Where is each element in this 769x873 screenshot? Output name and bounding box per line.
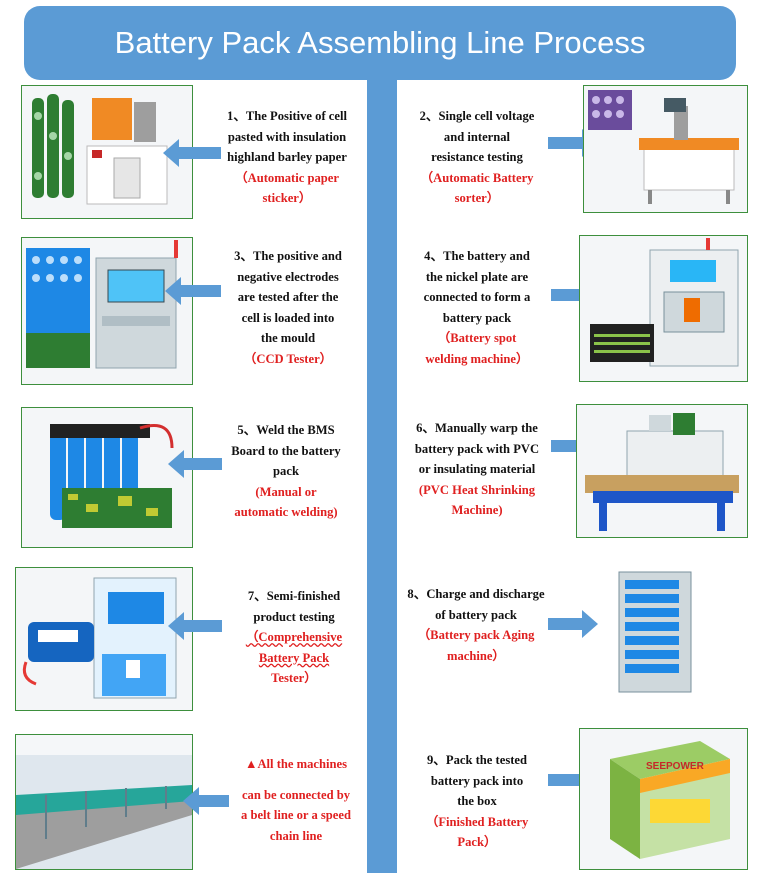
step-7-machine-3: Tester） <box>271 671 317 685</box>
step-3-line-4: cell is loaded into <box>241 310 335 325</box>
photo-ccd-tester <box>21 237 193 385</box>
step-3: 3、The positive and negative electrodes a… <box>218 246 358 369</box>
photo-spot-welding-machine <box>579 235 748 382</box>
step-1-machine-1: （Automatic paper <box>235 170 339 185</box>
step-2-line-2: and internal <box>443 129 511 144</box>
step-3-machine-1: （CCD Tester） <box>243 351 333 366</box>
step-2-machine-2: sorter） <box>454 191 500 205</box>
step-4-line-3: connected to form a <box>423 290 531 304</box>
step-3-line-2: negative electrodes <box>237 269 339 284</box>
step-7: 7、Semi-finished product testing （Compreh… <box>230 586 358 689</box>
arrow-left-5 <box>168 450 222 478</box>
step-6-machine-1: (PVC Heat Shrinking <box>418 482 536 497</box>
photo-aging-machine <box>605 566 705 698</box>
step-7-machine-1: （Comprehensive <box>245 630 343 644</box>
step-2-machine-1: （Automatic Battery <box>420 170 534 185</box>
step-8-line-1: 8、Charge and discharge <box>407 587 545 601</box>
arrow-right-8 <box>548 610 598 638</box>
step-4: 4、The battery and the nickel plate are c… <box>402 246 552 369</box>
step-5-machine-2: automatic welding) <box>234 505 338 519</box>
step-6-line-3: or insulating material <box>418 462 536 476</box>
step-6-line-1: 6、Manually warp the <box>416 421 538 435</box>
step-3-line-5: the mould <box>260 331 316 345</box>
step-9-line-1: 9、Pack the tested <box>426 753 528 767</box>
step-7-line-1: 7、Semi-finished <box>247 589 341 603</box>
step-5-machine-1: (Manual or <box>255 484 317 499</box>
note-line-3: a belt line or a speed <box>241 808 351 822</box>
step-7-line-2: product testing <box>253 609 335 624</box>
arrow-left-9 <box>183 787 229 815</box>
step-1: 1、The Positive of cell pasted with insul… <box>212 106 362 209</box>
step-8-line-2: of battery pack <box>435 607 517 622</box>
step-4-machine-2: welding machine） <box>425 351 529 366</box>
photo-finished-battery-pack: SEEPOWER <box>579 728 748 870</box>
step-4-machine-1: （Battery spot <box>437 331 517 345</box>
step-2-line-3: resistance testing <box>431 150 523 164</box>
step-1-line-3: highland barley paper <box>227 150 347 164</box>
step-9: 9、Pack the tested battery pack into the … <box>412 750 542 853</box>
step-3-line-3: are tested after the <box>237 290 339 304</box>
arrow-left-3 <box>165 277 221 305</box>
step-5-line-1: 5、Weld the BMS <box>237 423 335 437</box>
photo-comprehensive-tester <box>15 567 193 711</box>
step-1-line-1: 1、The Positive of cell <box>227 109 347 123</box>
photo-bms-battery-pack <box>21 407 193 548</box>
note-belt-line: ▲All the machines can be connected by a … <box>230 754 362 846</box>
step-1-machine-2: sticker） <box>262 191 312 205</box>
step-3-line-1: 3、The positive and <box>234 249 342 263</box>
step-4-line-2: the nickel plate are <box>425 269 529 284</box>
note-line-4: chain line <box>269 828 323 843</box>
step-6: 6、Manually warp the battery pack with PV… <box>400 418 554 521</box>
step-4-line-4: battery pack <box>442 310 512 325</box>
step-6-line-2: battery pack with PVC <box>414 441 540 456</box>
step-9-machine-2: Pack） <box>457 835 497 849</box>
step-5: 5、Weld the BMS Board to the battery pack… <box>222 420 350 523</box>
step-6-machine-2: Machine) <box>451 503 503 517</box>
step-7-machine-2-text: Battery Pack <box>258 650 330 665</box>
step-2-line-1: 2、Single cell voltage <box>419 109 535 123</box>
photo-pvc-heat-shrinking-machine <box>576 404 748 538</box>
note-line-1: ▲All the machines <box>244 757 348 771</box>
page-title: Battery Pack Assembling Line Process <box>114 25 646 60</box>
step-7-machine-2: Battery Pack <box>230 648 358 669</box>
step-8-machine-1: （Battery pack Aging <box>417 628 535 642</box>
process-spine <box>367 80 397 873</box>
arrow-left-7 <box>168 612 222 640</box>
step-9-machine-1: （Finished Battery <box>425 814 529 829</box>
note-line-2: can be connected by <box>241 787 351 802</box>
step-5-line-2: Board to the battery <box>231 443 341 458</box>
step-9-line-2: battery pack into <box>430 773 524 788</box>
product-label: SEEPOWER <box>646 761 705 772</box>
step-9-line-3: the box <box>457 794 497 808</box>
photo-battery-sorter <box>583 85 748 213</box>
step-8-machine-2: machine） <box>446 648 506 663</box>
arrow-left-1 <box>163 139 221 167</box>
title-banner: Battery Pack Assembling Line Process <box>24 6 736 80</box>
step-4-line-1: 4、The battery and <box>424 249 530 263</box>
step-2: 2、Single cell voltage and internal resis… <box>402 106 552 209</box>
photo-assembly-line <box>15 734 193 870</box>
step-8: 8、Charge and discharge of battery pack （… <box>396 584 556 666</box>
step-1-line-2: pasted with insulation <box>227 129 347 144</box>
step-5-line-3: pack <box>273 464 299 478</box>
